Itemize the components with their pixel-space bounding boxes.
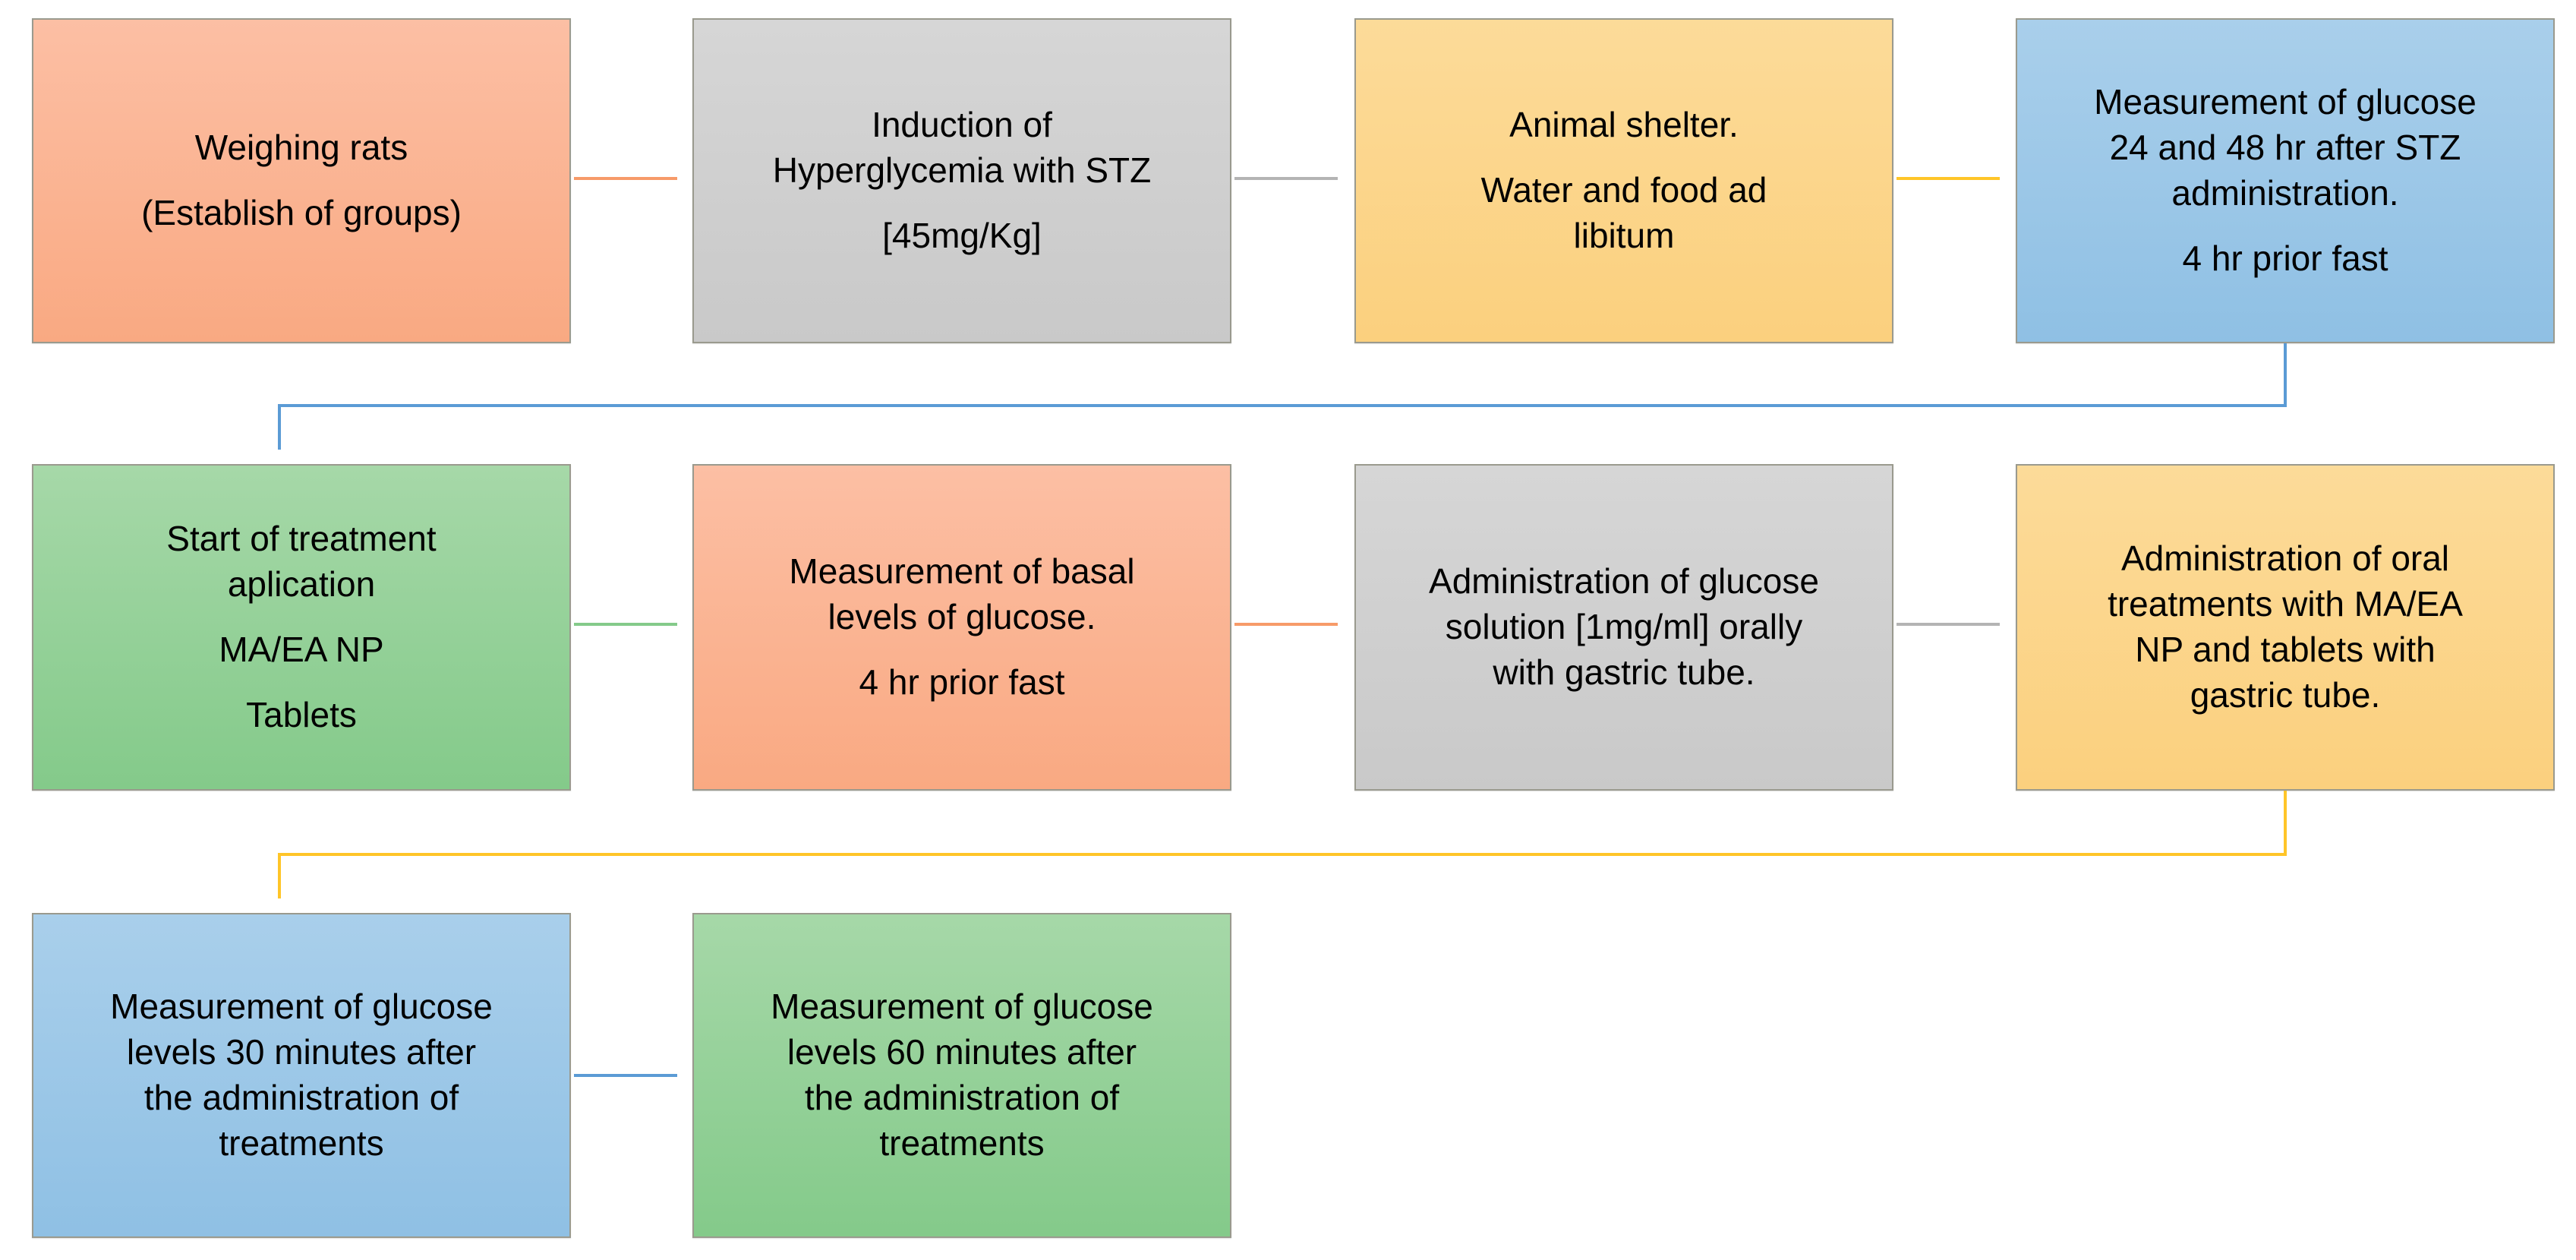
node-text-line1: Animal shelter.: [1509, 105, 1739, 145]
flowchart-node-induction-hyperglycemia[interactable]: Induction of Hyperglycemia with STZ [45m…: [692, 18, 1231, 343]
node-text-line2: 4 hr prior fast: [859, 662, 1065, 702]
connector-segment-down-n4-n5: [2284, 343, 2287, 406]
connector-line-n2-n3: [1234, 177, 1338, 180]
flowchart-node-measure-glucose-24-48hr[interactable]: Measurement of glucose 24 and 48 hr afte…: [2016, 18, 2555, 343]
node-text-line2: Water and food ad libitum: [1480, 170, 1767, 255]
node-text-line1: Measurement of basal levels of glucose.: [789, 551, 1135, 637]
node-text-line1: Measurement of glucose levels 60 minutes…: [771, 987, 1153, 1163]
flowchart-node-start-treatment[interactable]: Start of treatment aplication MA/EA NP T…: [32, 464, 571, 791]
node-text-line1: Administration of glucose solution [1mg/…: [1429, 561, 1819, 692]
node-text-line1: Measurement of glucose 24 and 48 hr afte…: [2094, 82, 2477, 213]
flowchart-node-administer-glucose-solution[interactable]: Administration of glucose solution [1mg/…: [1354, 464, 1893, 791]
flowchart-node-animal-shelter[interactable]: Animal shelter. Water and food ad libitu…: [1354, 18, 1893, 343]
node-text-line1: Administration of oral treatments with M…: [2108, 538, 2463, 715]
flowchart-node-measure-basal-glucose[interactable]: Measurement of basal levels of glucose. …: [692, 464, 1231, 791]
node-text-line2: MA/EA NP: [219, 630, 384, 669]
connector-segment-across-n8-n9: [278, 853, 2287, 856]
node-text-line2: 4 hr prior fast: [2182, 238, 2388, 278]
connector-segment-drop-n4-n5: [278, 404, 281, 450]
flowchart-node-administer-oral-treatments[interactable]: Administration of oral treatments with M…: [2016, 464, 2555, 791]
flowchart-node-measure-glucose-30min[interactable]: Measurement of glucose levels 30 minutes…: [32, 913, 571, 1238]
connector-segment-across-n4-n5: [278, 404, 2287, 407]
flowchart-node-measure-glucose-60min[interactable]: Measurement of glucose levels 60 minutes…: [692, 913, 1231, 1238]
node-text-line1: Measurement of glucose levels 30 minutes…: [110, 987, 493, 1163]
flowchart-node-weighing-rats[interactable]: Weighing rats (Establish of groups): [32, 18, 571, 343]
node-text-line2: [45mg/Kg]: [882, 215, 1042, 255]
connector-line-n9-n10: [574, 1074, 677, 1077]
connector-segment-down-n8-n9: [2284, 791, 2287, 856]
connector-line-n5-n6: [574, 623, 677, 626]
node-text-line2: (Establish of groups): [141, 193, 462, 232]
node-text-line1: Weighing rats: [194, 128, 408, 168]
connector-line-n3-n4: [1897, 177, 2000, 180]
connector-segment-drop-n8-n9: [278, 853, 281, 898]
node-text-line3: Tablets: [246, 694, 357, 734]
connector-line-n1-n2: [574, 177, 677, 180]
connector-line-n6-n7: [1234, 623, 1338, 626]
node-text-line1: Start of treatment aplication: [166, 519, 437, 605]
connector-line-n7-n8: [1897, 623, 2000, 626]
node-text-line1: Induction of Hyperglycemia with STZ: [772, 105, 1152, 191]
